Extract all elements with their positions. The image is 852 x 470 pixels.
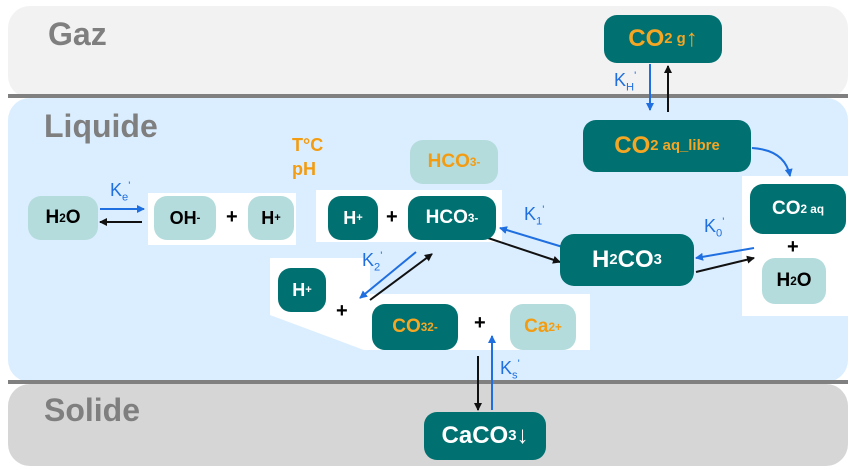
species-h-plus-2: H+: [248, 196, 294, 240]
plus-sign-dissolution: +: [787, 236, 799, 258]
constant-kh: KH': [614, 70, 637, 94]
constant-k0: K0': [704, 216, 725, 240]
liquid-solid-separator: [8, 380, 848, 384]
species-h-plus-1: H+: [328, 196, 378, 240]
species-h-plus-3: H+: [278, 268, 326, 312]
plus-sign-calcium: +: [474, 312, 486, 334]
plus-sign-bicarbonate: +: [386, 206, 398, 228]
ph-label: pH: [292, 159, 316, 179]
constant-ks: Ks': [500, 358, 520, 382]
constant-k1: K1': [524, 204, 545, 228]
constant-ke: Ke': [110, 180, 131, 204]
plus-sign-carbonate-h: +: [336, 300, 348, 322]
phase-label-gaz: Gaz: [48, 16, 107, 52]
species-oh: OH-: [154, 196, 216, 240]
gas-liquid-separator: [8, 94, 848, 98]
plus-sign-water: +: [226, 206, 238, 228]
temperature-label: T°C: [292, 135, 324, 155]
constant-k2: K2': [362, 250, 383, 274]
phase-label-solide: Solide: [44, 392, 141, 428]
phase-label-liquide: Liquide: [44, 108, 158, 144]
